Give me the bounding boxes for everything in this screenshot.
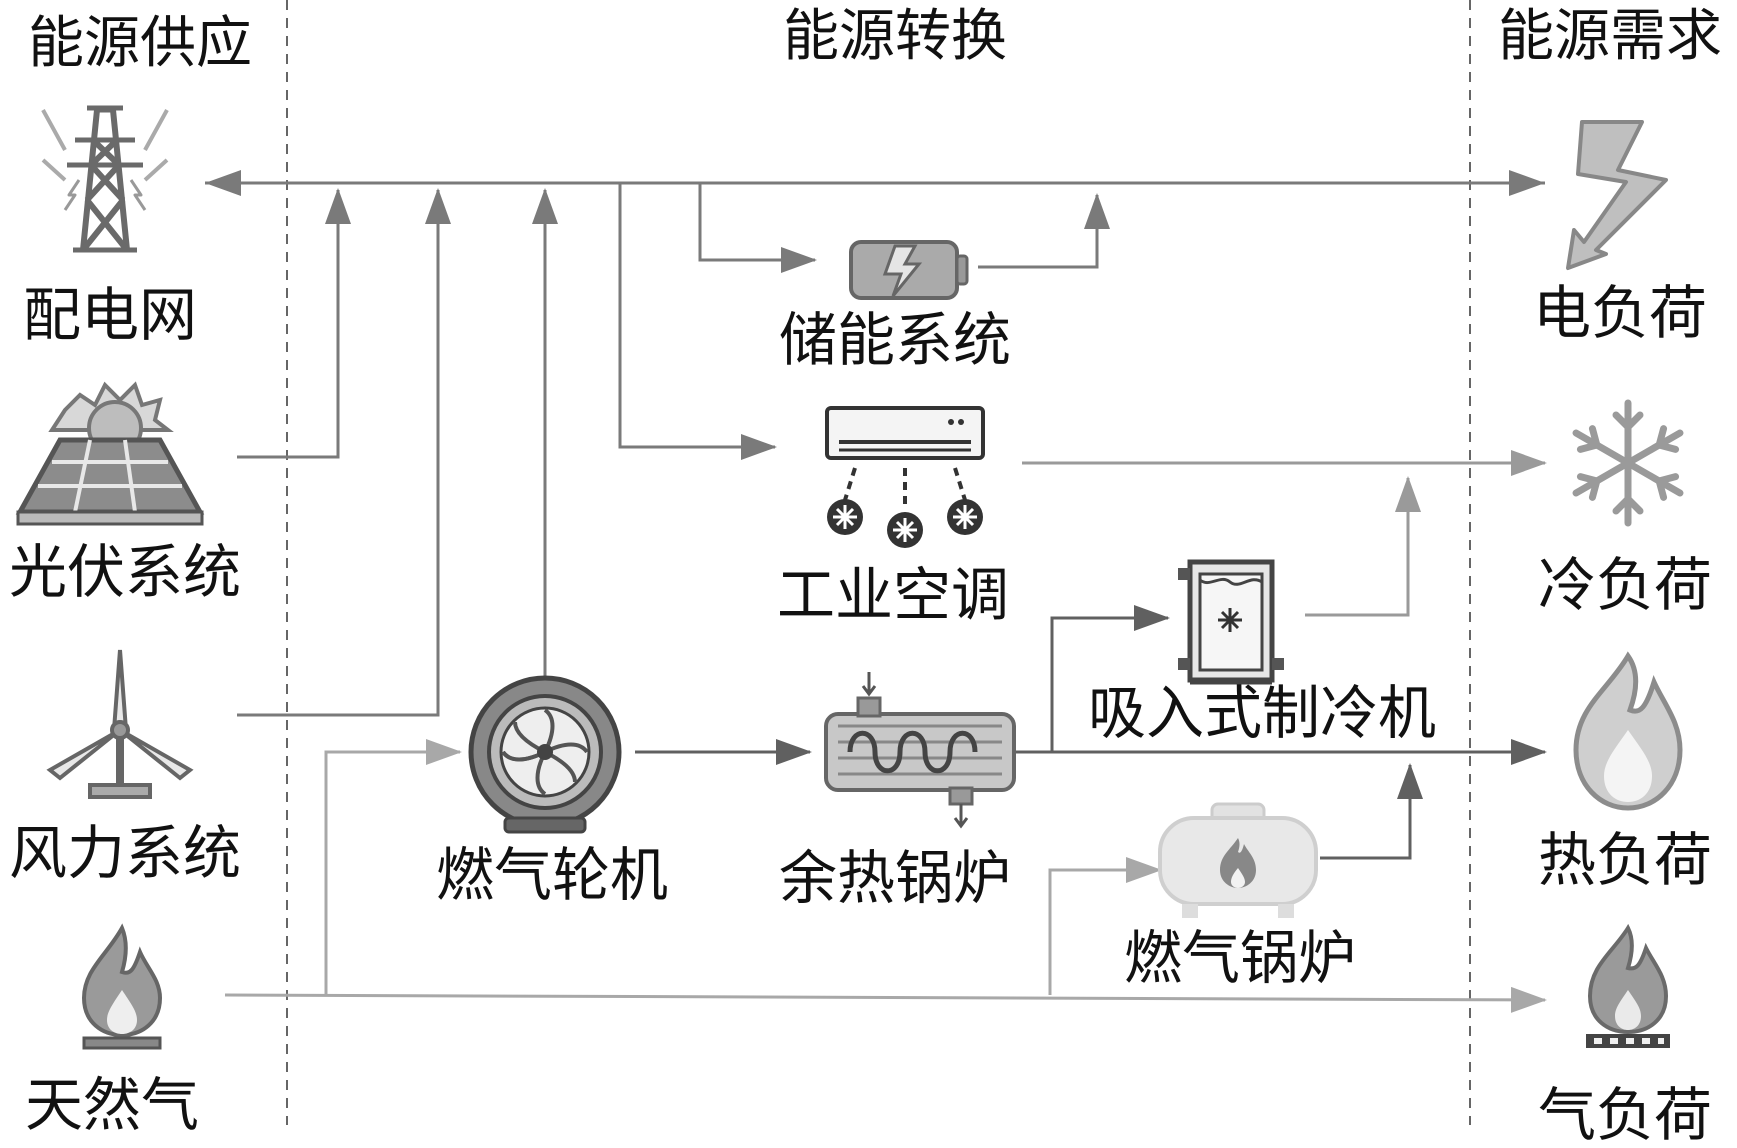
cooling-load-label: 冷负荷 <box>1538 551 1712 619</box>
absorption-chiller-label: 吸入式制冷机 <box>1088 679 1436 747</box>
lightning-icon <box>1566 120 1668 270</box>
storage-label: 储能系统 <box>779 306 1011 374</box>
air-conditioner-label: 工业空调 <box>777 561 1009 629</box>
waste-heat-boiler-label: 余热锅炉 <box>779 844 1011 912</box>
arrow-to-electric-load <box>1509 170 1545 196</box>
gas-label: 天然气 <box>25 1071 199 1139</box>
air-conditioner-icon <box>825 406 985 548</box>
chiller-icon <box>1178 559 1284 685</box>
section-supply-title: 能源供应 <box>28 11 252 76</box>
electric-load-label: 电负荷 <box>1533 279 1707 347</box>
solar-panel-icon <box>15 381 205 526</box>
heat-load-label: 热负荷 <box>1538 826 1712 894</box>
power-tower-icon <box>41 105 169 253</box>
gas-boiler-icon <box>1158 802 1318 918</box>
heat-exchanger-icon <box>824 672 1016 829</box>
gas-flame-icon <box>81 923 163 1050</box>
snowflake-icon <box>1572 399 1684 527</box>
heat-flow-lines <box>635 605 1547 860</box>
wind-turbine-icon <box>46 649 194 799</box>
electric-flow-lines <box>205 181 1545 717</box>
pv-label: 光伏系统 <box>9 538 241 606</box>
battery-icon <box>849 240 969 300</box>
section-conversion-title: 能源转换 <box>783 4 1007 69</box>
gas-boiler-label: 燃气锅炉 <box>1124 924 1356 992</box>
arrow-to-grid <box>205 170 241 196</box>
turbine-icon <box>468 675 622 834</box>
grid-label: 配电网 <box>23 281 197 349</box>
gas-flow-lines <box>224 739 1547 1013</box>
wind-label: 风力系统 <box>9 819 241 887</box>
flame-icon <box>1573 651 1683 811</box>
cooling-flow-lines <box>1022 450 1547 617</box>
gas-turbine-label: 燃气轮机 <box>436 841 668 909</box>
gas-load-label: 气负荷 <box>1538 1081 1712 1148</box>
section-demand-title: 能源需求 <box>1498 4 1722 69</box>
gas-stove-icon <box>1586 923 1670 1048</box>
